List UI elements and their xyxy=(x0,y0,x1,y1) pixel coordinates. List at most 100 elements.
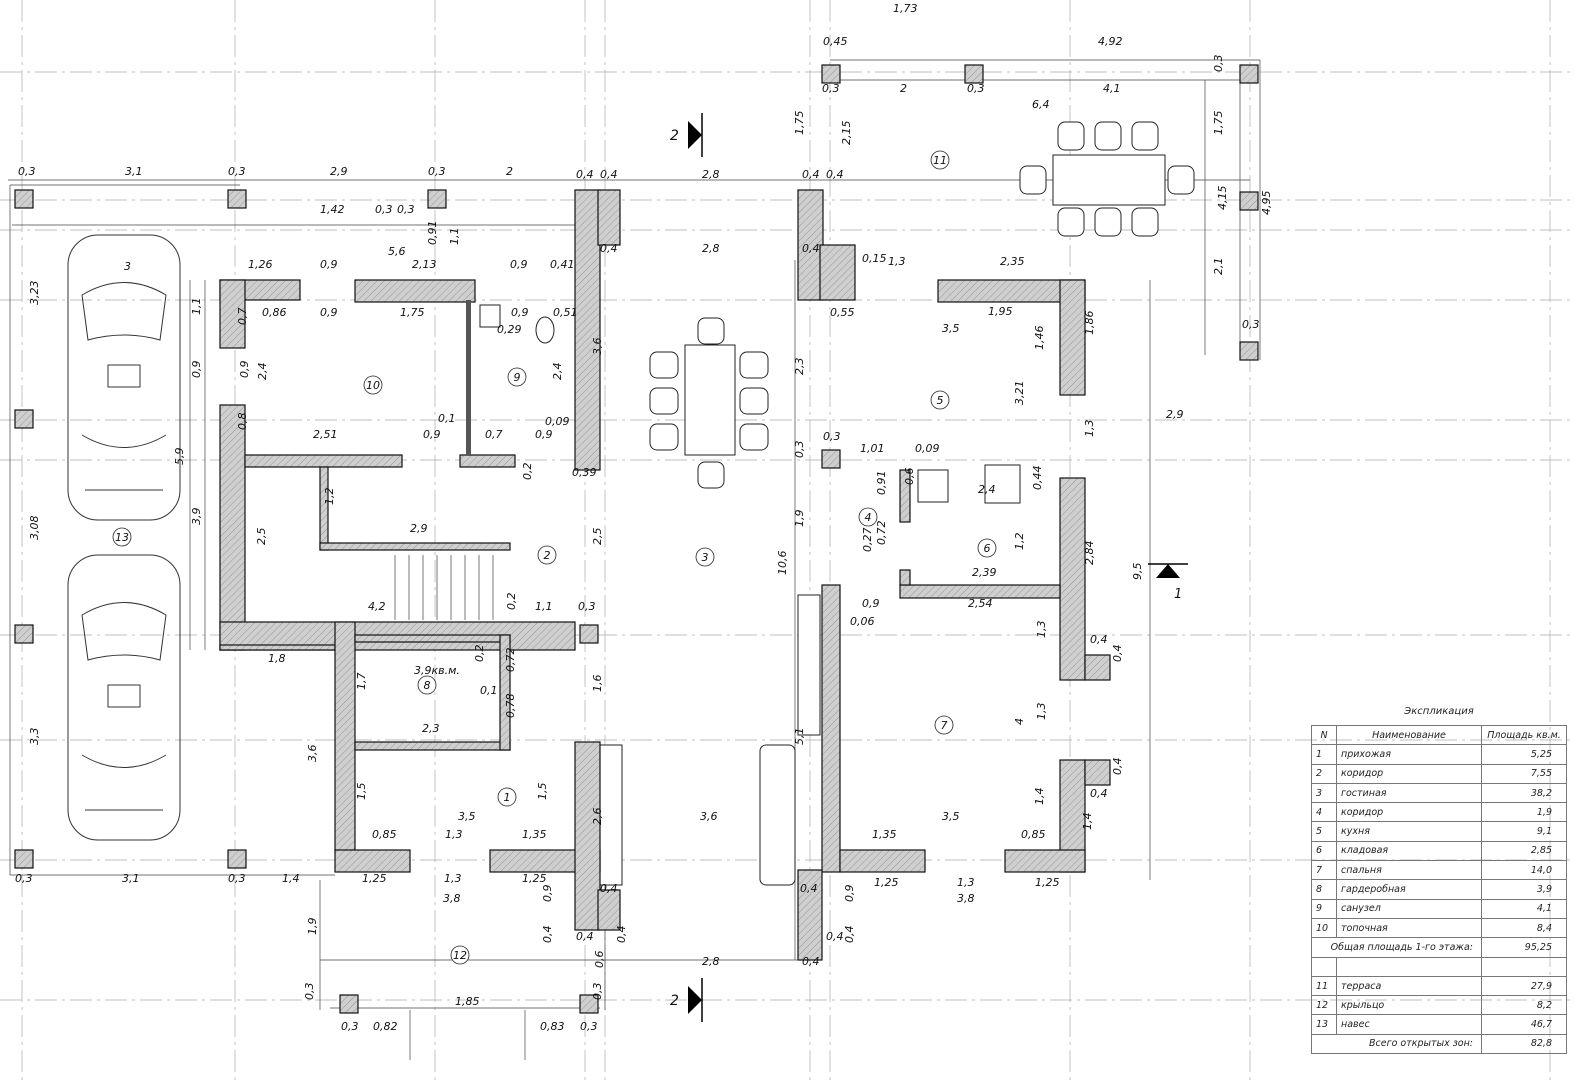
dimension-label: 0,4 xyxy=(1111,645,1124,663)
room-number: 10 xyxy=(1311,917,1337,939)
dimension-label: 4,2 xyxy=(368,600,386,613)
room-marker: 13 xyxy=(112,527,132,547)
dimension-label: 1,46 xyxy=(1033,326,1046,351)
cabinet xyxy=(797,594,821,736)
dimension-label: 3,9 xyxy=(190,508,203,526)
dimension-label: 10,6 xyxy=(776,551,789,576)
zone-area: 8,2 xyxy=(1481,995,1567,1016)
chair xyxy=(1057,121,1085,151)
column xyxy=(339,994,359,1014)
dimension-label: 0,7 xyxy=(236,308,249,326)
dimension-label: 0,9 xyxy=(511,306,529,319)
room-name: кухня xyxy=(1336,821,1482,842)
room-number-circle xyxy=(537,545,557,565)
room-area: 5,25 xyxy=(1481,744,1567,765)
dimension-label: 0,3 xyxy=(341,1020,359,1033)
stove xyxy=(984,464,1021,504)
chair xyxy=(649,351,679,379)
dimension-label: 0,7 xyxy=(485,428,503,441)
room-area: 7,55 xyxy=(1481,763,1567,784)
column xyxy=(1239,64,1259,84)
room-number: 7 xyxy=(1311,860,1337,881)
header-area: Площадь кв.м. xyxy=(1481,724,1567,746)
dimension-label: 3,8 xyxy=(957,892,975,905)
dimension-label: 0,4 xyxy=(802,168,820,181)
dimension-label: 1,5 xyxy=(536,783,549,801)
room-marker: 4 xyxy=(858,507,878,527)
dimension-label: 0,4 xyxy=(826,930,844,943)
dimension-label: 0,27 xyxy=(861,528,874,553)
dimension-label: 3,5 xyxy=(458,810,476,823)
section-mark: 2 xyxy=(670,113,703,157)
chair xyxy=(1019,165,1047,195)
dimension-label: 0,6 xyxy=(593,951,606,969)
zone-name: навес xyxy=(1336,1014,1482,1035)
dimension-label: 1,2 xyxy=(1013,533,1026,551)
car-body xyxy=(67,554,181,841)
room-name: коридор xyxy=(1336,802,1482,823)
dimension-label: 0,4 xyxy=(576,930,594,943)
dimension-label: 0,3 xyxy=(578,600,596,613)
dimension-label: 0,9 xyxy=(541,885,554,903)
dimension-label: 0,4 xyxy=(802,955,820,968)
dimension-label: 1,4 xyxy=(282,872,300,885)
car xyxy=(67,554,181,841)
zone-number: 13 xyxy=(1311,1014,1337,1035)
dimension-label: 3,21 xyxy=(1013,381,1026,406)
chair xyxy=(649,423,679,451)
dimension-label: 1,8 xyxy=(268,652,286,665)
dimension-label: 5,1 xyxy=(793,728,806,746)
dimension-label: 6,4 xyxy=(1032,98,1050,111)
room-number: 4 xyxy=(865,511,872,524)
dimension-label: 2,35 xyxy=(1000,255,1025,268)
dimension-label: 0,2 xyxy=(521,463,534,481)
wall xyxy=(354,741,511,751)
room-area: 38,2 xyxy=(1481,782,1567,804)
dimension-label: 2 xyxy=(900,82,907,95)
dimension-label: 2,5 xyxy=(591,528,604,546)
dimension-label: 2,9 xyxy=(330,165,348,178)
dimension-label: 0,4 xyxy=(600,168,618,181)
dimension-label: 0,85 xyxy=(1021,828,1046,841)
dimension-label: 2,9 xyxy=(410,522,428,535)
section-mark: 2 xyxy=(670,978,703,1022)
dimension-label: 0,41 xyxy=(550,258,575,271)
wall xyxy=(1059,477,1086,681)
dimension-label: 1,73 xyxy=(893,2,918,15)
dimension-label: 2,5 xyxy=(255,528,268,546)
dimension-label: 0,4 xyxy=(802,242,820,255)
dimension-label: 0,4 xyxy=(843,926,856,944)
dimension-label: 1,1 xyxy=(535,600,553,613)
dimension-label: 2,54 xyxy=(968,597,993,610)
dimension-label: 1,9 xyxy=(306,918,319,936)
dimension-label: 0,72 xyxy=(504,648,517,673)
dimension-label: 1,86 xyxy=(1083,311,1096,336)
dimension-label: 3,08 xyxy=(28,516,41,541)
wall xyxy=(319,466,329,551)
dimension-label: 4 xyxy=(1013,718,1026,725)
dimension-label: 0,09 xyxy=(915,442,940,455)
dimension-label: 0,91 xyxy=(426,221,439,246)
dimension-label: 4,92 xyxy=(1098,35,1123,48)
dimension-label: 4,15 xyxy=(1216,186,1229,211)
column xyxy=(579,994,599,1014)
wall xyxy=(839,849,926,873)
dimension-label: 9,5 xyxy=(1131,563,1144,581)
dimension-label: 2,51 xyxy=(313,428,338,441)
room-name: коридор xyxy=(1336,763,1482,784)
room-name: прихожая xyxy=(1336,744,1482,765)
room-number: 10 xyxy=(366,379,380,392)
room-number: 9 xyxy=(514,371,521,384)
dimension-label: 0,72 xyxy=(875,521,888,546)
room-marker: 6 xyxy=(977,538,997,558)
dimension-label: 3 xyxy=(124,260,131,273)
dimension-label: 0,9 xyxy=(510,258,528,271)
column xyxy=(427,189,447,209)
dimension-label: 1,25 xyxy=(1035,876,1060,889)
cabinet xyxy=(917,469,949,503)
total-floor-label: Общая площадь 1-го этажа: xyxy=(1311,937,1482,958)
wall xyxy=(1059,279,1086,396)
